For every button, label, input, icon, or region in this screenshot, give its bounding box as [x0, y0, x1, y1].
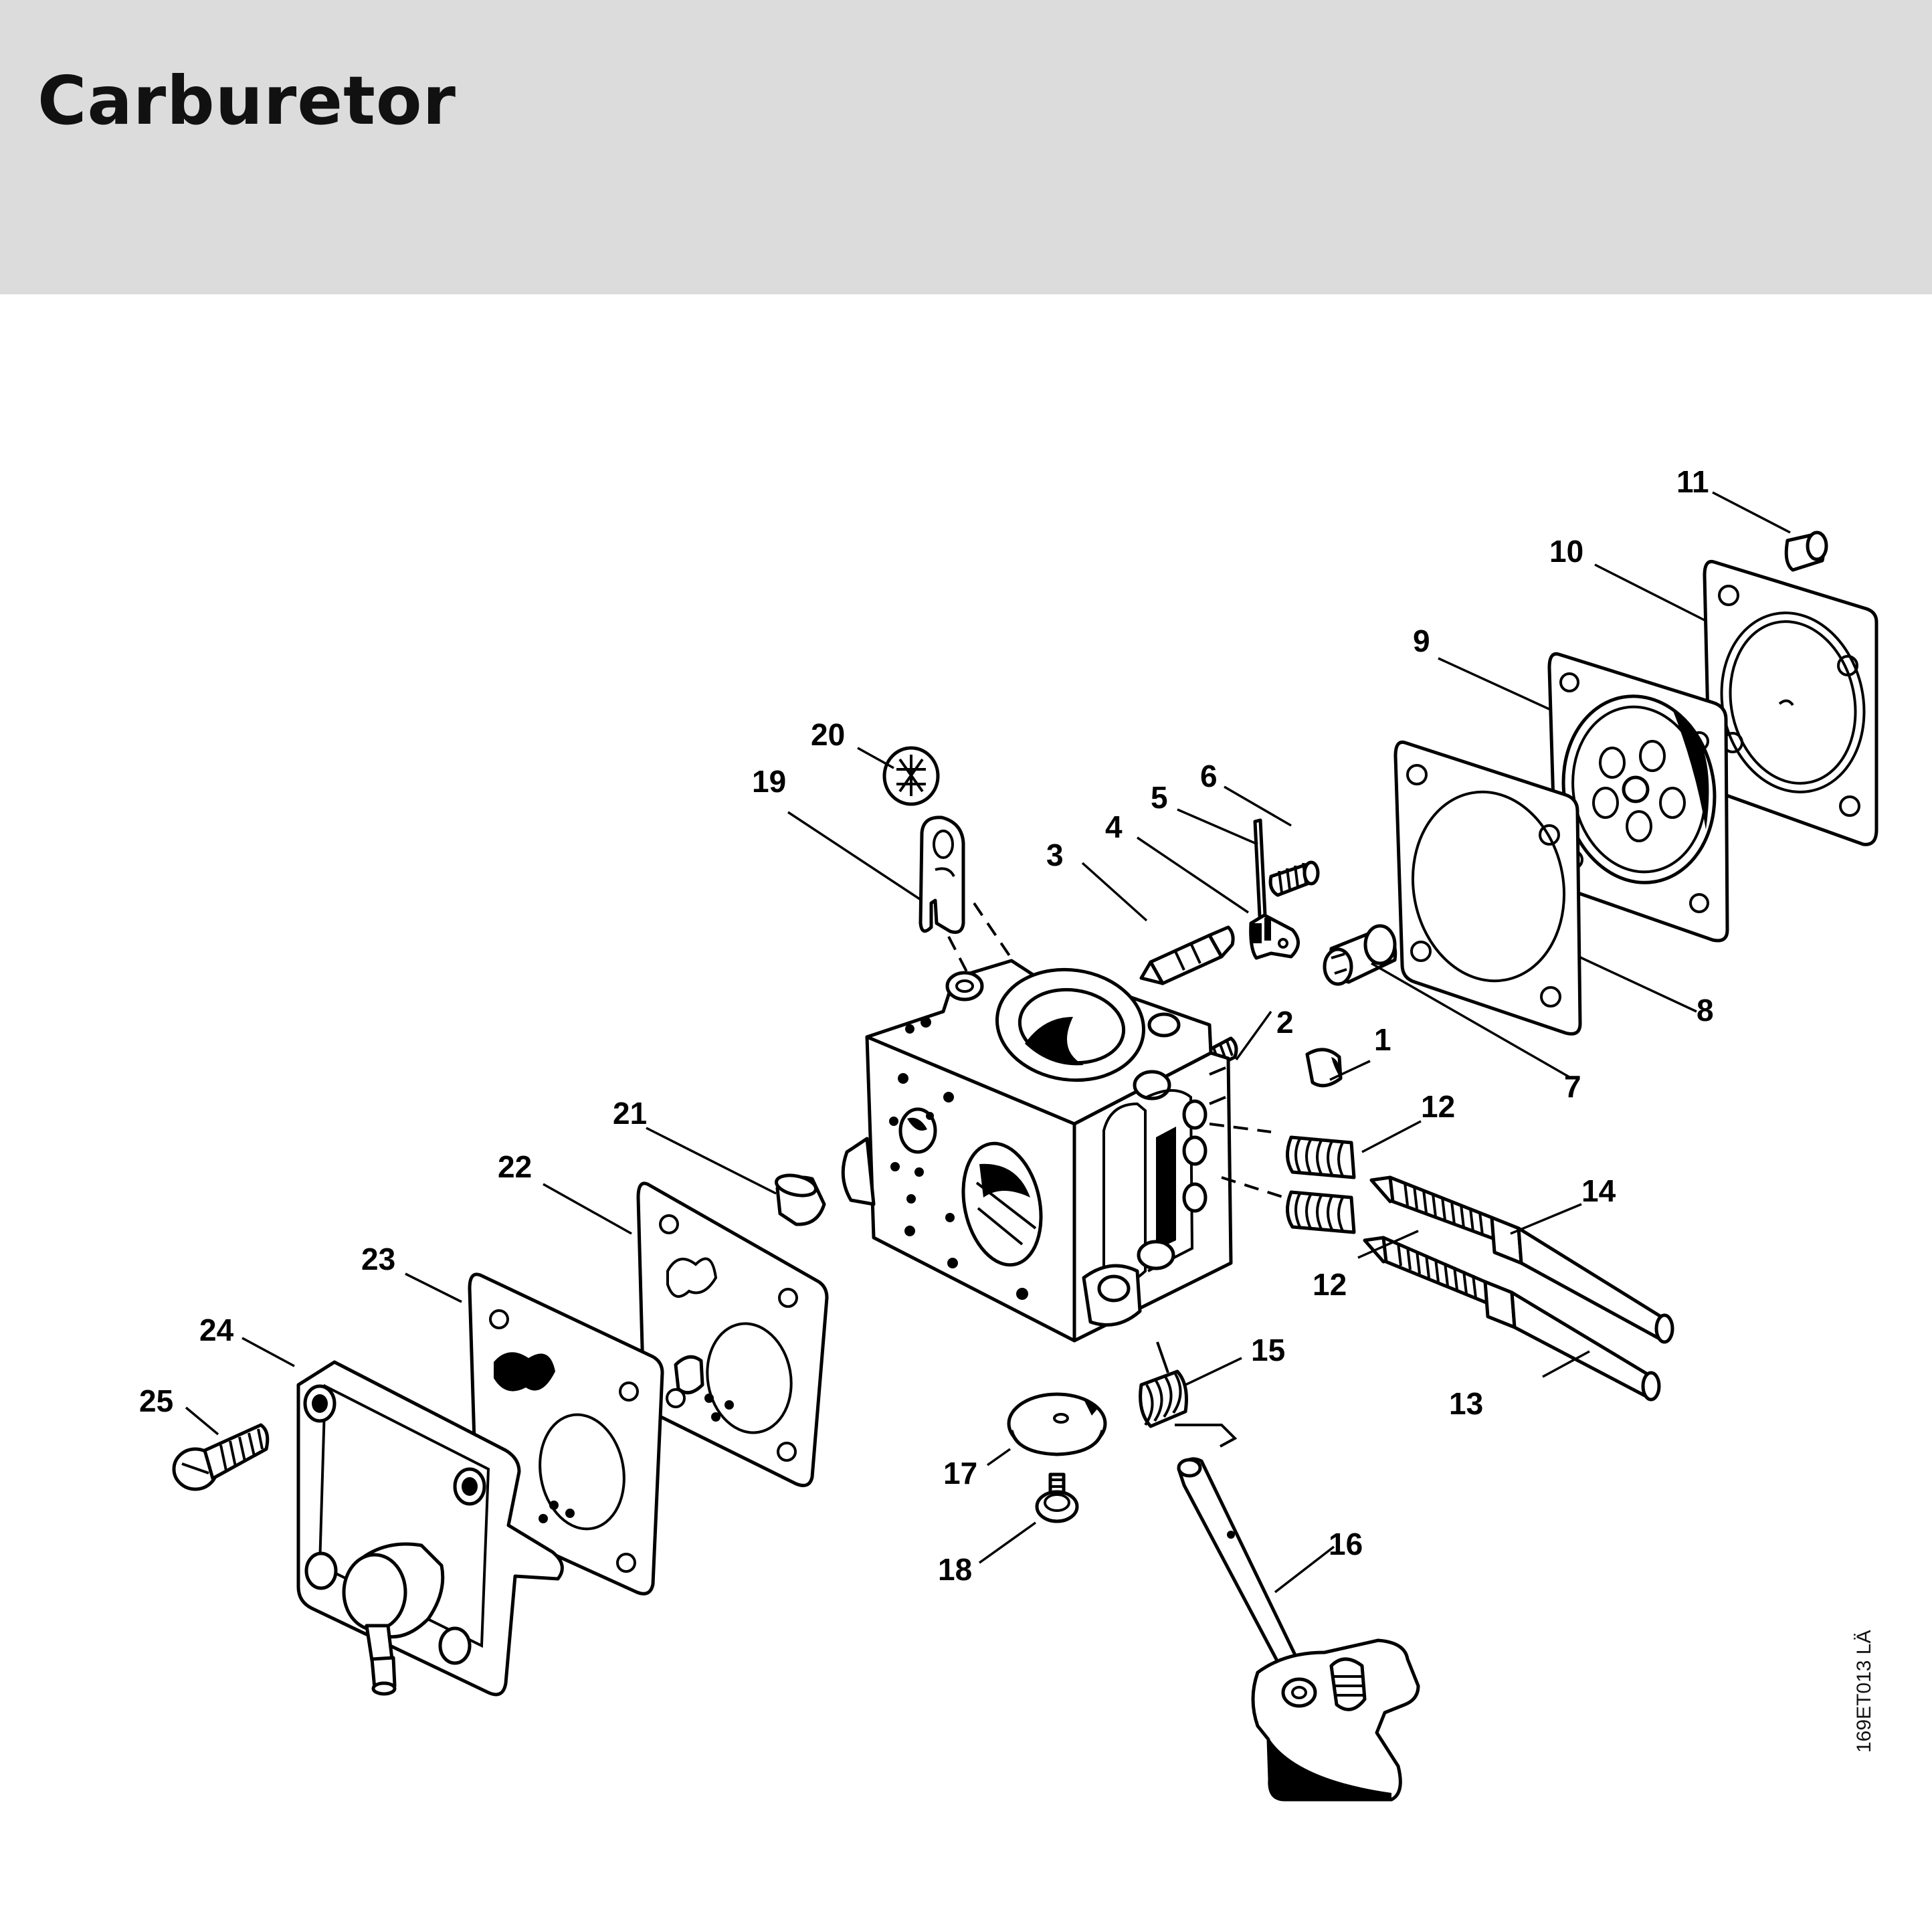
part-17-throttle-shutter: [1007, 1392, 1107, 1456]
part-13-adjusting-screw: [1363, 1236, 1661, 1402]
part-12-spring-lower: [1286, 1190, 1356, 1234]
callout-21: 21: [613, 1096, 647, 1131]
part-23-gasket: [468, 1272, 664, 1596]
callout-12-lower: 12: [1313, 1267, 1347, 1302]
callout-13: 13: [1449, 1386, 1483, 1421]
callout-9: 9: [1413, 624, 1430, 658]
callout-7: 7: [1564, 1069, 1581, 1104]
part-1-plug: [1305, 1048, 1343, 1088]
callout-4: 4: [1105, 809, 1123, 844]
callout-10: 10: [1549, 534, 1583, 569]
part-14-adjusting-screw: [1369, 1175, 1674, 1344]
part-22-gasket: [636, 1181, 829, 1487]
part-3-inlet-needle: [1139, 925, 1235, 985]
part-5-pin: [1253, 818, 1268, 932]
drawing-reference-code: 169ET013 LÄ: [1853, 1630, 1875, 1753]
callout-labels: 1 2 3 4 5 6 7 8 9 10 11 12 12 13 14 15 1…: [139, 464, 1714, 1587]
page-title: Carburetor: [37, 62, 456, 140]
part-4-control-lever: [1249, 913, 1300, 960]
callout-2: 2: [1276, 1005, 1294, 1040]
adjust-alignment-line: [1209, 1123, 1285, 1199]
callout-18: 18: [938, 1552, 972, 1587]
part-10-diaphragm-cover: [1703, 559, 1878, 846]
carburetor-body: [841, 959, 1233, 1343]
callout-22: 22: [498, 1149, 532, 1184]
callout-16: 16: [1329, 1527, 1363, 1561]
callout-19: 19: [752, 764, 786, 799]
part-21-plug: [775, 1173, 826, 1226]
callout-6: 6: [1200, 759, 1218, 793]
callout-15: 15: [1251, 1333, 1285, 1367]
part-6-screw: [1268, 860, 1320, 897]
part-16-throttle-shaft: [1177, 1457, 1420, 1802]
callout-8: 8: [1697, 993, 1714, 1028]
part-18-screw: [1035, 1472, 1079, 1523]
part-19-clip: [919, 816, 965, 934]
callout-25: 25: [139, 1383, 173, 1418]
part-25-screw: [172, 1423, 270, 1491]
callout-24: 24: [199, 1313, 234, 1347]
part-15-torsion-spring: [1139, 1341, 1238, 1448]
callout-3: 3: [1046, 838, 1064, 872]
part-20-screw: [882, 746, 940, 806]
callout-12-upper: 12: [1421, 1089, 1455, 1124]
callout-17: 17: [943, 1456, 977, 1491]
callout-23: 23: [361, 1242, 395, 1276]
part-8-gasket: [1393, 740, 1582, 1036]
callout-5: 5: [1151, 780, 1168, 815]
leader-lines: [185, 491, 1791, 1594]
callout-14: 14: [1581, 1173, 1616, 1208]
part-24-pump-cover: [296, 1360, 564, 1697]
callout-20: 20: [811, 717, 845, 752]
header-bar: Carburetor: [0, 0, 1932, 294]
part-11-screw: [1784, 531, 1828, 572]
callout-1: 1: [1374, 1022, 1391, 1057]
part-12-spring-upper: [1286, 1135, 1356, 1179]
callout-11: 11: [1676, 464, 1709, 499]
part-9-diaphragm: [1547, 652, 1729, 943]
part-7-inlet-valve: [1323, 924, 1397, 986]
